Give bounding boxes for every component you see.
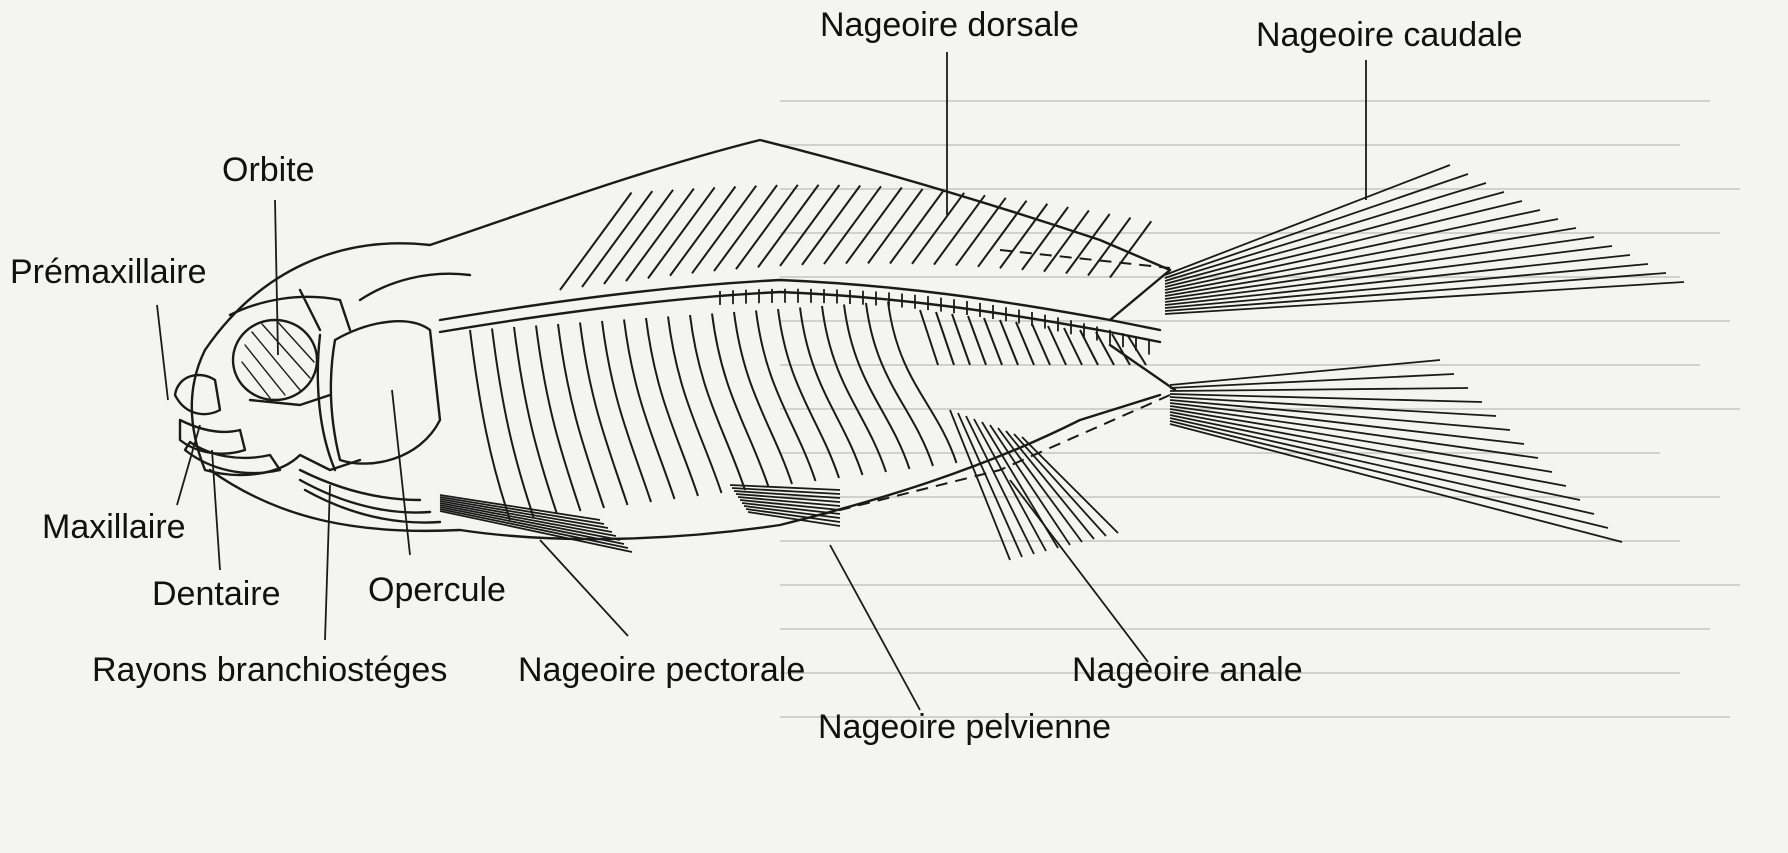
haemal-spine: [920, 310, 938, 365]
caudal-ray-lower: [1170, 415, 1580, 500]
rib: [536, 326, 581, 512]
label-premaxillaire: Prémaxillaire: [10, 255, 207, 289]
leader-line-nageoire-pectorale: [540, 540, 628, 636]
haemal-spine: [952, 314, 970, 365]
rib: [492, 329, 534, 518]
haemal-spine: [1096, 332, 1114, 365]
haemal-spine: [968, 316, 986, 365]
label-nageoire-pelvienne: Nageoire pelvienne: [818, 710, 1111, 744]
haemal-spine: [1016, 322, 1034, 365]
rib: [690, 315, 745, 490]
rib: [822, 306, 886, 472]
dorsal-ray: [1110, 221, 1151, 277]
dorsal-ray: [670, 186, 735, 275]
anal-ray: [1014, 434, 1106, 536]
haemal-spine: [1000, 320, 1018, 365]
maxilla-shape: [180, 420, 245, 454]
dorsal-ray: [846, 187, 902, 263]
label-nageoire-pectorale: Nageoire pectorale: [518, 653, 805, 687]
caudal-peduncle: [1110, 270, 1175, 390]
rib: [844, 305, 910, 470]
dorsal-ray: [714, 185, 777, 271]
dorsal-ray: [560, 193, 632, 291]
caudal-ray-lower: [1170, 418, 1594, 514]
caudal-ray-upper: [1165, 237, 1594, 299]
premaxilla-shape: [175, 375, 220, 414]
anal-fin-rays: [950, 410, 1118, 560]
caudal-ray-lower: [1170, 394, 1482, 402]
dorsal-fin-rays: [560, 185, 1151, 290]
haemal-spine: [984, 318, 1002, 365]
haemal-spine: [936, 312, 954, 365]
leader-line-premaxillaire: [157, 305, 168, 400]
haemal-spine: [1064, 328, 1082, 365]
haemal-spine: [1032, 324, 1050, 365]
haemal-spine: [1080, 330, 1098, 365]
label-opercule: Opercule: [368, 573, 506, 607]
dorsal-ray: [626, 189, 694, 282]
dorsal-ray: [582, 191, 652, 287]
leader-line-rayons-branchiostegues: [325, 485, 330, 640]
branchiostegal-rays: [300, 470, 440, 523]
caudal-fin-rays: [1165, 165, 1684, 542]
leader-line-nageoire-pelvienne: [830, 545, 920, 710]
caudal-ray-upper: [1165, 165, 1450, 275]
dorsal-ray: [956, 198, 1006, 266]
dorsal-ray: [692, 186, 756, 274]
caudal-ray-upper: [1165, 282, 1684, 314]
dorsal-ray: [824, 186, 881, 264]
rib: [514, 327, 557, 514]
label-orbite: Orbite: [222, 153, 315, 187]
dorsal-ray: [1044, 210, 1089, 271]
rib: [558, 324, 604, 508]
caudal-ray-upper: [1165, 264, 1648, 308]
label-nageoire-dorsale: Nageoire dorsale: [820, 8, 1079, 42]
rib: [470, 330, 510, 520]
dorsal-ray: [934, 195, 985, 264]
rib: [756, 311, 816, 482]
dorsal-ray: [978, 201, 1027, 267]
label-nageoire-caudale: Nageoire caudale: [1256, 18, 1523, 52]
haemal-spine: [1048, 326, 1066, 365]
label-maxillaire: Maxillaire: [42, 510, 186, 544]
opercle-shape: [331, 321, 440, 463]
dorsal-ray: [1000, 204, 1047, 269]
pelvic-fin-rays: [730, 485, 840, 526]
dorsal-ray: [604, 190, 673, 284]
dorsal-ray: [890, 191, 943, 264]
rib-bones: [470, 302, 1146, 521]
cranial-bones: [230, 274, 470, 405]
dorsal-ray: [1066, 214, 1110, 274]
dorsal-ray: [648, 187, 715, 278]
dorsal-ray: [868, 189, 923, 263]
rib: [800, 308, 863, 476]
rib: [778, 309, 839, 478]
caudal-ray-lower: [1170, 406, 1538, 458]
caudal-ray-lower: [1170, 388, 1468, 391]
dorsal-ray: [1088, 218, 1130, 276]
label-dentaire: Dentaire: [152, 577, 281, 611]
anal-ray: [1022, 437, 1118, 533]
dorsal-ray: [912, 193, 964, 264]
label-rayons-branchiostegues: Rayons branchiostéges: [92, 653, 447, 687]
label-nageoire-anale: Nageoire anale: [1072, 653, 1303, 687]
